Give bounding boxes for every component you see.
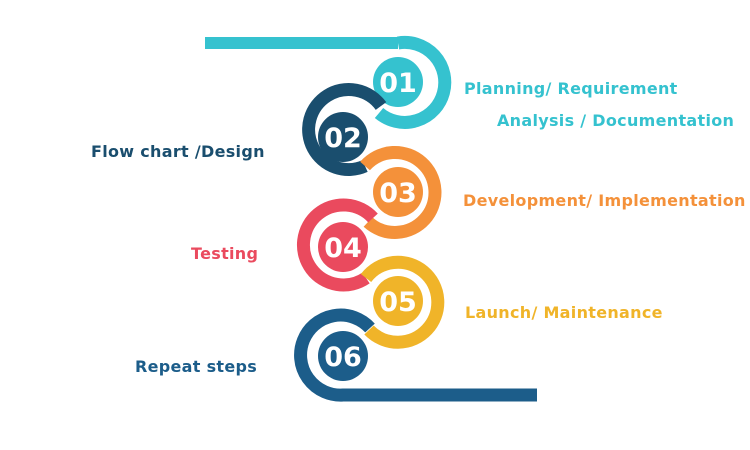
step-label-04: Testing — [191, 244, 259, 263]
connector-arc-06 — [294, 308, 537, 402]
step-circle-05 — [373, 276, 423, 326]
step-circle-04 — [318, 222, 368, 272]
step-number-02: 02 — [324, 123, 362, 154]
step-circle-01 — [373, 57, 423, 107]
step-label-03: Development/ Implementation — [463, 191, 746, 210]
connector-arc-05 — [360, 255, 445, 349]
connector-arc-01 — [374, 35, 452, 129]
step-circle-06 — [318, 331, 368, 381]
connector-arc-03 — [360, 146, 442, 239]
step-circle-02 — [318, 112, 368, 162]
connector-arc-04 — [297, 198, 378, 292]
step-label-06: Repeat steps — [135, 357, 258, 376]
step-label-05: Launch/ Maintenance — [465, 303, 663, 322]
step-number-03: 03 — [379, 178, 417, 209]
step-number-01: 01 — [379, 68, 417, 99]
step-label-01-line2: Analysis / Documentation — [497, 111, 735, 130]
step-circle-03 — [373, 167, 423, 217]
step-label-02: Flow chart /Design — [91, 142, 265, 161]
step-number-04: 04 — [324, 233, 362, 264]
step-number-05: 05 — [379, 287, 417, 318]
step-number-06: 06 — [324, 342, 362, 373]
step-label-01-line1: Planning/ Requirement — [464, 79, 678, 98]
connector-arc-02 — [302, 83, 387, 176]
